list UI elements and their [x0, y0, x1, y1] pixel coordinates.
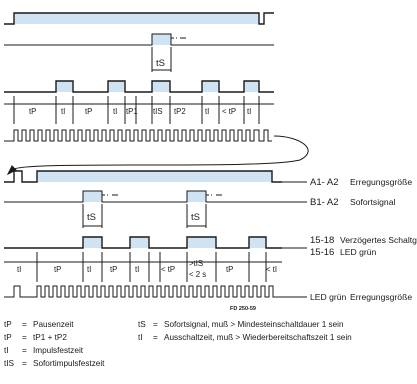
top-excitation-fill	[14, 13, 259, 24]
bottom-interval-label-1: tI	[17, 265, 21, 274]
legend-eq-3: =	[22, 346, 27, 355]
legend-sym-2: tP	[4, 333, 12, 342]
bottom-interval-label-2: tP	[54, 265, 61, 274]
legend-eq-4: =	[22, 359, 27, 368]
legend-eq-2: =	[22, 333, 27, 342]
bottom-relay-fill-4	[249, 237, 266, 248]
top-interval-label-10: tI	[247, 107, 251, 116]
top-relay-fill-3	[152, 81, 170, 92]
bottom-interval-label-8: < 2 s	[189, 270, 206, 279]
bottom-instant-fill-1	[83, 191, 102, 202]
top-interval-label-6: tIS	[153, 107, 163, 116]
legend-sym-4: tIS	[4, 359, 15, 368]
continuation-curve	[11, 135, 309, 171]
legend-sym-5: tS	[138, 320, 146, 329]
bottom-interval-label-4: tP	[110, 265, 117, 274]
top-interval-ticks	[13, 96, 260, 124]
legend: tP = Pausenzeit tP = tP1 + tP2 tI = Impu…	[4, 320, 352, 368]
label-1518-desc: Verzögertes Schaltglied	[340, 235, 417, 245]
top-led-wave	[4, 129, 272, 142]
bottom-interval-label-10: < tI	[266, 265, 277, 274]
signal-labels: A1- A2 Erregungsgröße B1- A2 Sofortsigna…	[310, 177, 417, 302]
bottom-relay-wave	[4, 236, 282, 249]
bottom-instant-wave	[4, 190, 282, 203]
bottom-ts-label-2: tS	[191, 212, 200, 223]
top-interval-label-7: tP2	[174, 107, 186, 116]
top-instant-fill	[152, 34, 171, 45]
label-1518: 15-18	[310, 235, 334, 246]
bottom-relay-fill-3	[187, 237, 216, 248]
top-instant-wave	[4, 33, 274, 46]
legend-sym-1: tP	[4, 320, 12, 329]
top-interval-label-9: < tP	[222, 107, 236, 116]
label-1516-desc: LED grün	[340, 247, 377, 257]
top-relay-fill-5	[244, 81, 259, 92]
top-interval-label-8: tI	[205, 107, 209, 116]
bottom-interval-labels: tI tP tI tP tI < tP >tIS < 2 s tP < tI	[17, 259, 277, 279]
legend-eq-6: =	[153, 333, 158, 342]
continuation-arrowhead	[6, 165, 17, 176]
label-1516: 15-16	[310, 247, 334, 258]
bottom-ts-label-1: tS	[87, 212, 96, 223]
legend-eq-1: =	[22, 320, 27, 329]
bottom-excitation-fill	[37, 171, 272, 182]
legend-text-2: tP1 + tP2	[33, 333, 67, 342]
top-relay-fill-4	[202, 81, 219, 92]
label-b1a2-desc: Sofortsignal	[350, 197, 395, 207]
bottom-interval-label-3: tI	[87, 265, 91, 274]
legend-text-3: Impulsfestzeit	[33, 346, 84, 355]
bottom-instant-fill-2	[187, 191, 206, 202]
legend-sym-3: tI	[4, 346, 9, 355]
legend-text-6: Ausschaltzeit, muß > Wiederbereitschafts…	[164, 333, 352, 342]
bottom-interval-label-9: tP	[226, 265, 233, 274]
bottom-interval-label-7: >tIS	[189, 259, 203, 268]
top-diagram	[4, 12, 309, 176]
top-interval-label-5: tP1	[126, 107, 138, 116]
label-led: LED grün	[310, 292, 347, 302]
label-a1a2-desc: Erregungsgröße	[350, 177, 412, 187]
top-interval-label-3: tP	[85, 107, 92, 116]
label-led-desc: Erregungsgröße	[350, 292, 412, 302]
legend-eq-5: =	[153, 320, 158, 329]
legend-sym-6: tI	[138, 333, 143, 342]
top-interval-label-4: tI	[113, 107, 117, 116]
bottom-interval-label-6: < tP	[161, 265, 175, 274]
top-relay-fill-1	[56, 81, 73, 92]
top-interval-label-2: tI	[61, 107, 65, 116]
bottom-excitation-wave	[4, 170, 282, 183]
top-ts-label: tS	[156, 58, 165, 69]
legend-text-4: Sofortimpulsfestzeit	[33, 359, 105, 368]
bottom-relay-fill-2	[130, 237, 149, 248]
label-a1a2: A1- A2	[310, 177, 339, 188]
bottom-interval-label-5: tI	[135, 265, 139, 274]
bottom-diagram	[4, 170, 307, 298]
legend-text-1: Pausenzeit	[33, 320, 74, 329]
label-b1a2: B1- A2	[310, 197, 339, 208]
top-relay-wave	[4, 80, 274, 93]
top-excitation-wave	[4, 12, 274, 25]
top-relay-fill-2	[108, 81, 125, 92]
figure-code: FD 250-59	[230, 306, 256, 312]
top-interval-labels: tP tI tP tI tP1 tIS tP2 tI < tP tI	[29, 107, 251, 116]
legend-text-5: Sofortsignal, muß > Mindesteinschaltdaue…	[164, 320, 344, 329]
bottom-led-wave	[4, 285, 282, 298]
bottom-relay-fill-1	[83, 237, 102, 248]
top-interval-label-1: tP	[29, 107, 36, 116]
bottom-interval-ticks	[36, 252, 267, 282]
